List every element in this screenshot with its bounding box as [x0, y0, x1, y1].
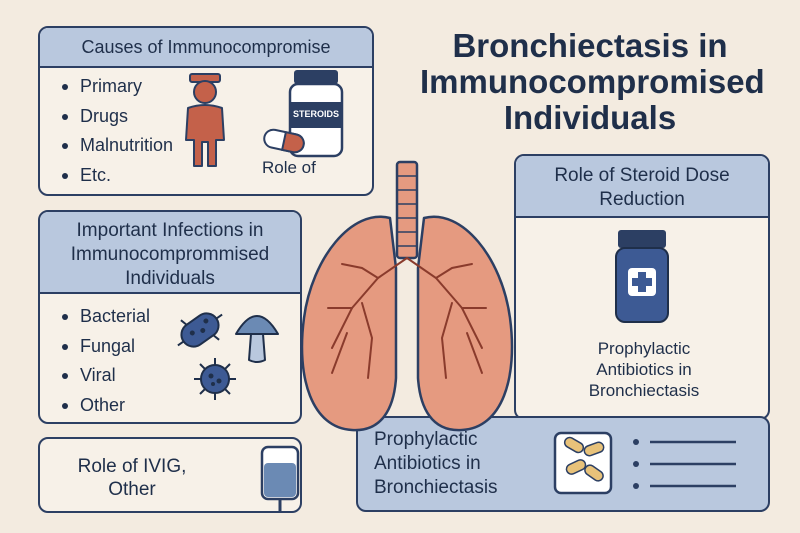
infections-item: Other: [58, 391, 150, 421]
checklist-lines-icon: [633, 439, 736, 489]
ivig-label: Role of IVIG, Other: [77, 456, 187, 500]
infections-list: Bacterial Fungal Viral Other: [58, 302, 150, 420]
infections-panel: Important Infections in Immunocomprommis…: [38, 210, 302, 424]
capsule-icon: [263, 128, 305, 154]
medicine-bottle-icon: [615, 230, 669, 323]
causes-item: Etc.: [58, 161, 173, 191]
prophylactic-label: Prophylactic Antibiotics in Bronchiectas…: [374, 429, 498, 498]
causes-panel: Causes of Immunocompromise Primary Drugs…: [38, 26, 374, 196]
person-icon: [185, 73, 225, 167]
ivig-panel: Role of IVIG, Other: [38, 437, 302, 513]
causes-item: Primary: [58, 72, 173, 102]
lungs-illustration: [300, 160, 514, 432]
fungus-icon: [235, 315, 279, 363]
iv-bag-icon: [260, 445, 300, 511]
causes-list: Primary Drugs Malnutrition Etc.: [58, 72, 173, 190]
page-title: Bronchiectasis in Immunocompromised Indi…: [420, 27, 765, 136]
infections-heading: Important Infections in Immunocomprommis…: [40, 212, 300, 294]
infections-item: Bacterial: [58, 302, 150, 332]
virus-icon: [194, 358, 236, 400]
steroid-reduction-panel: Role of Steroid Dose Reduction Prophylac…: [514, 154, 770, 420]
bacterium-icon: [177, 312, 223, 348]
causes-caption: Role of: [262, 158, 316, 177]
pills-box-icon: [553, 431, 613, 495]
infections-item: Viral: [58, 361, 150, 391]
steroid-reduction-heading: Role of Steroid Dose Reduction: [516, 156, 768, 218]
steroid-label: STEROIDS: [292, 109, 339, 119]
infections-item: Fungal: [58, 332, 150, 362]
prophylactic-panel: Prophylactic Antibiotics in Bronchiectas…: [356, 416, 770, 512]
causes-item: Drugs: [58, 102, 173, 132]
steroid-reduction-caption: Prophylactic Antibiotics in Bronchiectas…: [588, 339, 700, 400]
causes-heading: Causes of Immunocompromise: [40, 28, 372, 68]
causes-item: Malnutrition: [58, 131, 173, 161]
